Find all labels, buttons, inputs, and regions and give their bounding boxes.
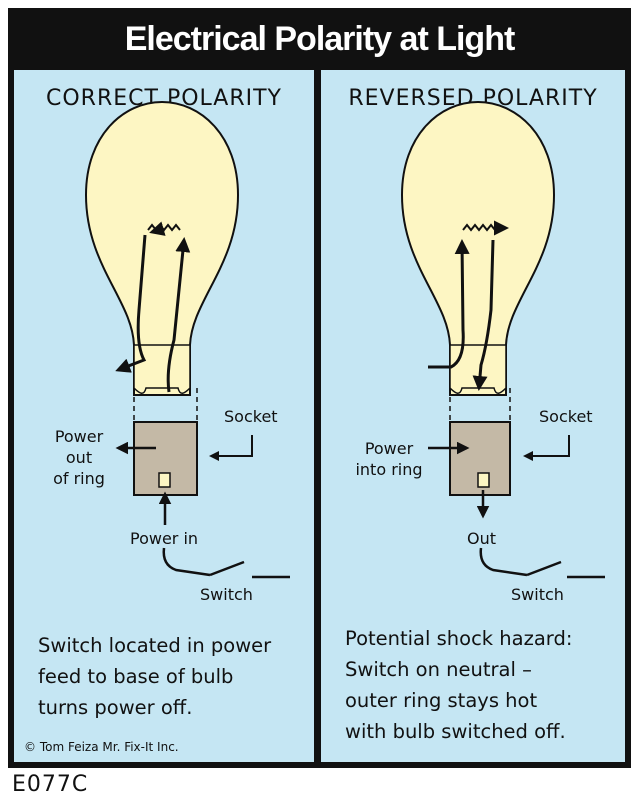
- power-out-label: Power out of ring: [53, 427, 105, 488]
- figure-code: E077C: [12, 772, 89, 797]
- switch-lever: [526, 560, 562, 577]
- power-in-label: Power in: [130, 529, 199, 548]
- light-bulb: [400, 100, 556, 396]
- out-label: Out: [467, 529, 497, 548]
- power-into-ring-label: Power into ring: [355, 439, 423, 479]
- lead-wire-left: [428, 239, 470, 369]
- correct-polarity-illustration: [84, 100, 290, 579]
- switch-lever: [209, 560, 245, 577]
- figure-frame: Electrical Polarity at Light CORRECT POL…: [8, 8, 631, 768]
- socket-contact: [477, 472, 490, 488]
- figure-title: Electrical Polarity at Light: [124, 19, 516, 58]
- light-bulb: [84, 100, 240, 396]
- lead-wire-right: [166, 237, 191, 393]
- reversed-polarity-caption: Potential shock hazard: Switch on neutra…: [345, 627, 573, 743]
- socket-contact: [158, 472, 171, 488]
- switch-label: Switch: [511, 585, 564, 604]
- correct-polarity-panel: CORRECT POLARITY: [14, 70, 314, 762]
- filament-icon: [462, 223, 496, 232]
- correct-polarity-caption: Switch located in power feed to base of …: [38, 634, 272, 719]
- copyright-credit: © Tom Feiza Mr. Fix-It Inc.: [24, 740, 179, 754]
- bulb-base: [133, 344, 191, 394]
- reversed-polarity-illustration: [400, 100, 605, 579]
- lead-wire-right: [472, 239, 495, 391]
- socket-label: Socket: [539, 407, 593, 426]
- socket-label: Socket: [224, 407, 278, 426]
- bulb-base: [449, 344, 507, 394]
- reversed-polarity-panel: REVERSED POLARITY: [321, 70, 625, 762]
- lead-wire-left: [115, 234, 147, 373]
- switch-label: Switch: [200, 585, 253, 604]
